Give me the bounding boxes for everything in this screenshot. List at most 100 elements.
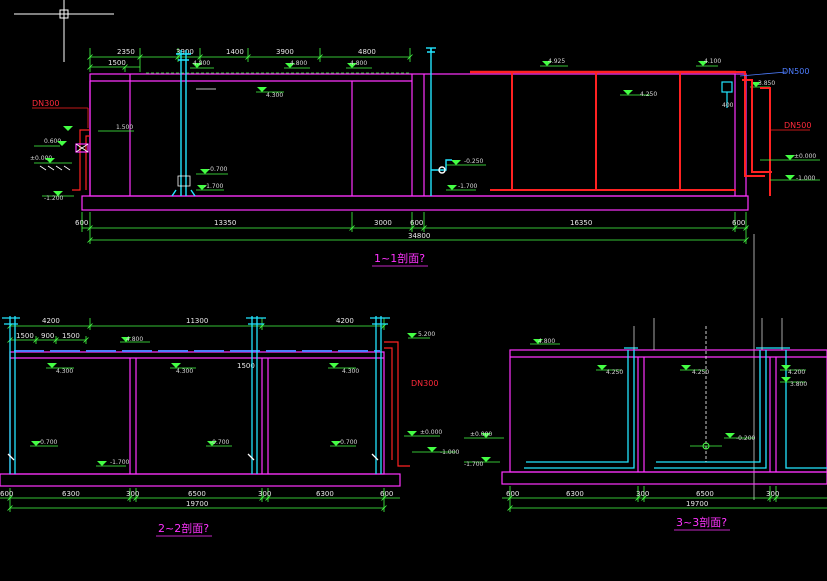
elev-4200-3: 4.200 <box>788 369 805 376</box>
elev-4250-3a: 4.250 <box>606 369 623 376</box>
dim-1500-a: 1500 <box>16 332 34 340</box>
dim-13350: 13350 <box>214 219 236 227</box>
dim-600-2a: 600 <box>0 490 13 498</box>
dim-600-c: 600 <box>732 219 745 227</box>
dim-3900-b: 3900 <box>276 48 294 56</box>
elev-neg0700-2c: -0.700 <box>338 439 358 446</box>
ground-left <box>34 145 74 197</box>
elev-4800-a: 4.800 <box>193 60 210 67</box>
callout-dn300-2: DN300 <box>411 379 438 388</box>
bottom-dimension-chain <box>81 212 749 244</box>
dn300-leader <box>32 107 89 128</box>
dn500-leader-blue <box>739 71 787 77</box>
elev-neg1700-b: -1.700 <box>458 183 478 190</box>
dim-4800: 4800 <box>358 48 376 56</box>
elev-0000-right: ±0.000 <box>794 153 816 160</box>
elev-4100: 4.100 <box>704 58 721 65</box>
elev-4800-b: 4.800 <box>290 60 307 67</box>
collection-trough-3 <box>524 347 827 469</box>
dim-19700-2: 19700 <box>186 500 208 508</box>
bottom-dimension-chain-2 <box>0 488 400 512</box>
dim-6500-3: 6500 <box>696 490 714 498</box>
dim-11300: 11300 <box>186 317 208 325</box>
elev-neg0700: -0.700 <box>208 166 228 173</box>
central-riser <box>426 47 452 196</box>
crosshair-cursor <box>14 0 114 62</box>
dim-600-2b: 600 <box>380 490 393 498</box>
section-title-1-1: 1~1剖面? <box>374 251 425 265</box>
tank-walls-3 <box>501 349 827 485</box>
dim-3000: 3000 <box>374 219 392 227</box>
dim-6300-3: 6300 <box>566 490 584 498</box>
elev-neg0700-2b: -0.700 <box>210 439 230 446</box>
dim-1500: 1500 <box>108 59 126 67</box>
elev-lines-2 <box>30 337 456 467</box>
section-2-2: 4200 11300 4200 1500 900 1500 1500 <box>0 316 460 537</box>
section-title-3-3: 3~3剖面? <box>676 515 727 529</box>
elev-neg1000: -1.000 <box>796 175 816 182</box>
elev-neg0250: -0.250 <box>464 158 484 165</box>
section-title-2-2: 2~2剖面? <box>158 521 209 535</box>
callout-dn500-top: DN500 <box>782 67 809 76</box>
callout-dn300: DN300 <box>32 99 59 108</box>
ground-right <box>760 159 820 181</box>
dim-300-2b: 300 <box>258 490 271 498</box>
elev-4300: 4.300 <box>266 92 283 99</box>
weir-posts-3 <box>633 318 783 350</box>
elev-4800-2: 4.800 <box>126 336 143 343</box>
elev-neg1700-a: -1.700 <box>204 183 224 190</box>
bottom-dimension-chain-3 <box>502 486 827 512</box>
dim-4200-b: 4200 <box>336 317 354 325</box>
elev-4300-2c: 4.300 <box>342 368 359 375</box>
elev-0000-2: ±0.000 <box>420 429 442 436</box>
elev-neg1700-3: -1.700 <box>464 461 484 468</box>
elev-4800-c: 4.800 <box>350 60 367 67</box>
elev-5200: 5.200 <box>418 331 435 338</box>
elev-4300-2a: 4.300 <box>56 368 73 375</box>
elev-neg1700-2: -1.700 <box>110 459 130 466</box>
elev-4250: 4.250 <box>640 91 657 98</box>
dim-6300-2a: 6300 <box>62 490 80 498</box>
water-level-markers <box>190 65 770 191</box>
callout-dn500-side: DN500 <box>784 121 811 130</box>
elev-neg0200-3: -0.200 <box>736 435 756 442</box>
dim-600-a: 600 <box>75 219 88 227</box>
dim-6500-2: 6500 <box>188 490 206 498</box>
elev-0000-left: ±0.000 <box>30 155 52 162</box>
dim-300-2a: 300 <box>126 490 139 498</box>
inlet-pipe-left <box>72 129 90 191</box>
elev-3800-3: 3.800 <box>790 381 807 388</box>
callout-400: 400 <box>722 102 734 109</box>
dim-1500-b: 1500 <box>62 332 80 340</box>
dim-300-3a: 300 <box>636 490 649 498</box>
dim-600-3: 600 <box>506 490 519 498</box>
elev-4250-3b: 4.250 <box>692 369 709 376</box>
dim-34800: 34800 <box>408 232 430 240</box>
dim-1400: 1400 <box>226 48 244 56</box>
elev-3850: 3.850 <box>758 80 775 87</box>
section-1-1: 2350 3900 1400 3900 4800 1500 <box>30 47 820 267</box>
elev-neg1200: -1.200 <box>44 195 64 202</box>
dim-1500-c: 1500 <box>237 362 255 370</box>
sludge-pipes <box>490 71 772 196</box>
outlet-valve <box>721 81 733 108</box>
elev-4800-3: 4.800 <box>538 338 555 345</box>
standpipe-1 <box>171 50 196 197</box>
section-3-3: 4.800 4.250 4.250 4.200 3.800 ±0.000 -1.… <box>464 318 827 531</box>
dim-900: 900 <box>41 332 54 340</box>
dim-4200-a: 4200 <box>42 317 60 325</box>
dim-600-b: 600 <box>410 219 423 227</box>
elev-neg1000-2: -1.000 <box>440 449 460 456</box>
elev-4925: 4.925 <box>548 58 565 65</box>
top-dimension-chain <box>87 48 413 72</box>
elev-4300-2b: 4.300 <box>176 368 193 375</box>
elev-0000-3: ±0.000 <box>470 431 492 438</box>
elev-1500: 1.500 <box>116 124 133 131</box>
dim-300-3b: 300 <box>766 490 779 498</box>
dim-3900-a: 3900 <box>176 48 194 56</box>
elev-neg0700-2a: -0.700 <box>38 439 58 446</box>
elev-lines-3 <box>464 343 806 463</box>
dim-6300-2b: 6300 <box>316 490 334 498</box>
dim-2350: 2350 <box>117 48 135 56</box>
